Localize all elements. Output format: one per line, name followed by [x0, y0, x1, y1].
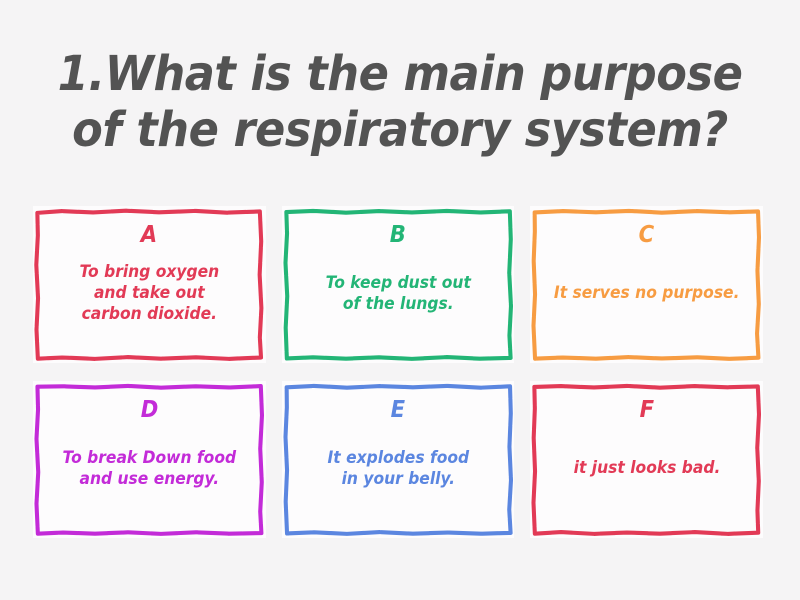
answer-text-e: It explodes food in your belly.: [327, 447, 469, 488]
answer-letter-a: A: [141, 222, 158, 248]
answer-text-a: To bring oxygen and take out carbon diox…: [79, 262, 220, 323]
answer-option-f[interactable]: F it just looks bad.: [530, 381, 763, 538]
answer-letter-b: B: [389, 222, 407, 248]
answer-options-grid: A To bring oxygen and take out carbon di…: [33, 206, 763, 538]
answer-letter-c: C: [638, 222, 655, 248]
answer-text-b: To keep dust out of the lungs.: [325, 272, 471, 313]
answer-text-f: it just looks bad.: [573, 458, 721, 477]
answer-text-d: To break Down food and use energy.: [62, 447, 237, 488]
answer-letter-d: D: [140, 397, 159, 423]
answer-option-e[interactable]: E It explodes food in your belly.: [281, 381, 515, 538]
answer-option-a[interactable]: A To bring oxygen and take out carbon di…: [33, 206, 266, 363]
answer-option-b[interactable]: B To keep dust out of the lungs.: [281, 206, 515, 363]
answer-option-c[interactable]: C It serves no purpose.: [530, 206, 763, 363]
page-title: 1.What is the main purpose of the respir…: [57, 46, 743, 158]
answer-text-c: It serves no purpose.: [553, 283, 740, 302]
answer-letter-e: E: [390, 397, 406, 423]
answer-option-d[interactable]: D To break Down food and use energy.: [33, 381, 266, 538]
answer-letter-f: F: [639, 397, 654, 423]
